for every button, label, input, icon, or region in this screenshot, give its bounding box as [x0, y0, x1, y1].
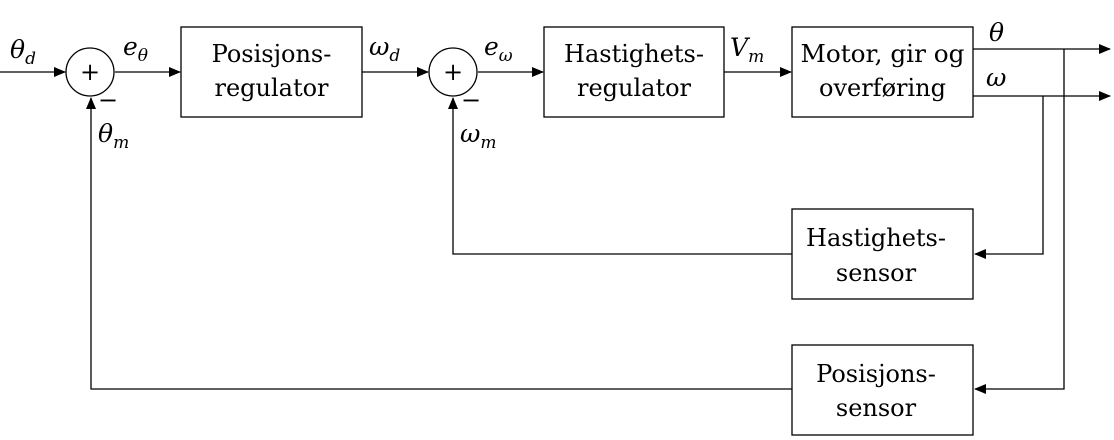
block-position-regulator: Posisjons- regulator: [180, 26, 363, 118]
block-label-line-2: sensor: [836, 394, 917, 422]
summing-junction-position: + −: [65, 47, 118, 114]
signal-label-theta: θ: [989, 18, 1004, 47]
wire-theta-m-feedback: [86, 97, 792, 390]
plus-sign: +: [443, 58, 463, 86]
block-label-line-1: Hastighets-: [806, 224, 946, 252]
signal-label-v-m: Vm: [730, 33, 764, 67]
signal-label-omega-d: ωd: [369, 32, 400, 66]
block-velocity-sensor: Hastighets- sensor: [791, 208, 974, 300]
signal-label-omega: ω: [986, 63, 1006, 92]
block-label-line-1: Hastighets-: [564, 40, 704, 68]
block-motor: Motor, gir og overføring: [791, 26, 974, 118]
signal-label-theta-d: θd: [10, 35, 36, 69]
block-label-line-1: Motor, gir og: [801, 40, 965, 68]
block-position-sensor: Posisjons- sensor: [791, 344, 974, 436]
wire-theta-to-sensor: [974, 49, 1065, 394]
signal-label-omega-m: ωm: [460, 119, 497, 153]
minus-sign: −: [98, 86, 118, 114]
signal-label-e-omega: eω: [484, 32, 513, 66]
block-label-line-1: Posisjons-: [212, 40, 332, 68]
block-label-line-2: regulator: [577, 74, 692, 102]
minus-sign: −: [461, 86, 481, 114]
wire-omega-to-sensor: [974, 96, 1044, 259]
summing-junction-velocity: + −: [428, 47, 481, 114]
wire-omega-m-feedback: [448, 97, 792, 255]
block-label-line-2: sensor: [836, 259, 917, 287]
signal-wires: [0, 44, 1111, 394]
signal-label-theta-m: θm: [98, 119, 129, 153]
block-label-line-2: regulator: [214, 74, 329, 102]
block-label-line-2: overføring: [819, 74, 946, 102]
block-label-line-1: Posisjons-: [816, 360, 936, 388]
plus-sign: +: [80, 58, 100, 86]
block-velocity-regulator: Hastighets- regulator: [543, 26, 725, 118]
signal-label-e-theta: eθ: [123, 32, 148, 66]
